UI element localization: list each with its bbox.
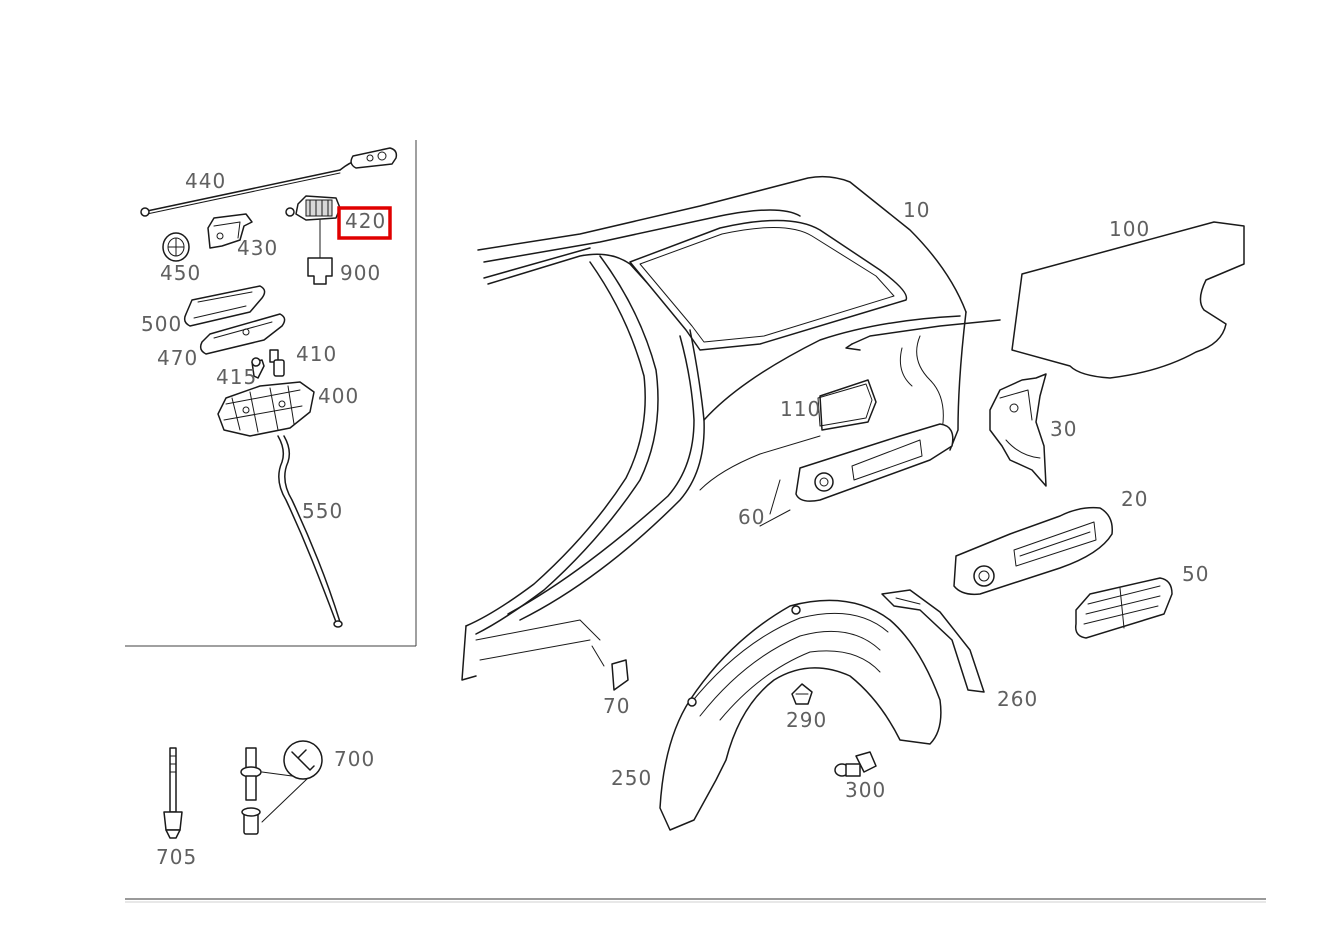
label-400[interactable]: 400	[318, 384, 359, 408]
label-705[interactable]: 705	[156, 845, 197, 869]
part-900-connector-drawing[interactable]	[307, 257, 333, 285]
part-415-bolt-drawing[interactable]	[251, 357, 265, 379]
part-250-wheel-liner-drawing[interactable]	[659, 599, 942, 831]
label-415[interactable]: 415	[216, 365, 257, 389]
inset-frame	[125, 140, 417, 647]
bottom-rule	[125, 898, 1266, 903]
part-420-actuator-drawing[interactable]	[285, 195, 341, 259]
part-300-push-pin-drawing[interactable]	[834, 751, 877, 777]
part-30-bracket-drawing[interactable]	[989, 373, 1047, 487]
part-10-side-panel-drawing[interactable]	[461, 175, 1001, 681]
label-110[interactable]: 110	[780, 397, 821, 421]
label-470[interactable]: 470	[157, 346, 198, 370]
label-430[interactable]: 430	[237, 236, 278, 260]
part-430-bracket-drawing[interactable]	[207, 213, 253, 249]
part-70-clip-drawing[interactable]	[591, 645, 629, 691]
label-410[interactable]: 410	[296, 342, 337, 366]
label-900[interactable]: 900	[340, 261, 381, 285]
part-470-seal-drawing[interactable]	[199, 313, 286, 355]
wrench-icon	[283, 740, 323, 780]
part-450-cap-drawing[interactable]	[162, 232, 190, 262]
label-250[interactable]: 250	[611, 766, 652, 790]
part-550-hose-drawing[interactable]	[277, 435, 343, 628]
part-labels: 440 420 430 900 450 500 470 410 415 400 …	[141, 169, 1209, 869]
label-10[interactable]: 10	[903, 198, 930, 222]
label-450[interactable]: 450	[160, 261, 201, 285]
label-260[interactable]: 260	[997, 687, 1038, 711]
part-60-inner-panel-drawing[interactable]	[759, 423, 954, 527]
part-110-fuel-door-recess-drawing[interactable]	[817, 383, 873, 427]
part-100-outer-panel-drawing[interactable]	[1011, 221, 1245, 379]
part-700-stud-bolts-drawing[interactable]	[240, 740, 323, 835]
label-500[interactable]: 500	[141, 312, 182, 336]
label-420[interactable]: 420	[345, 209, 386, 233]
label-50[interactable]: 50	[1182, 562, 1209, 586]
label-300[interactable]: 300	[845, 778, 886, 802]
part-400-housing-drawing[interactable]	[217, 381, 315, 437]
part-410-pin-drawing[interactable]	[269, 349, 285, 377]
part-50-vent-grille-drawing[interactable]	[1074, 577, 1173, 639]
highlight-box-420	[337, 206, 392, 240]
part-440-cable-drawing[interactable]	[140, 147, 398, 217]
label-700[interactable]: 700	[334, 747, 375, 771]
part-500-flap-drawing[interactable]	[183, 285, 266, 327]
part-20-reinforcement-drawing[interactable]	[953, 506, 1113, 596]
label-70[interactable]: 70	[603, 694, 630, 718]
label-440[interactable]: 440	[185, 169, 226, 193]
part-705-rivet-drawing[interactable]	[163, 747, 183, 839]
label-100[interactable]: 100	[1109, 217, 1150, 241]
part-260-splash-guard-drawing[interactable]	[881, 589, 985, 693]
label-60[interactable]: 60	[738, 505, 765, 529]
label-550[interactable]: 550	[302, 499, 343, 523]
label-20[interactable]: 20	[1121, 487, 1148, 511]
label-290[interactable]: 290	[786, 708, 827, 732]
label-30[interactable]: 30	[1050, 417, 1077, 441]
part-290-clip-drawing[interactable]	[791, 683, 813, 705]
